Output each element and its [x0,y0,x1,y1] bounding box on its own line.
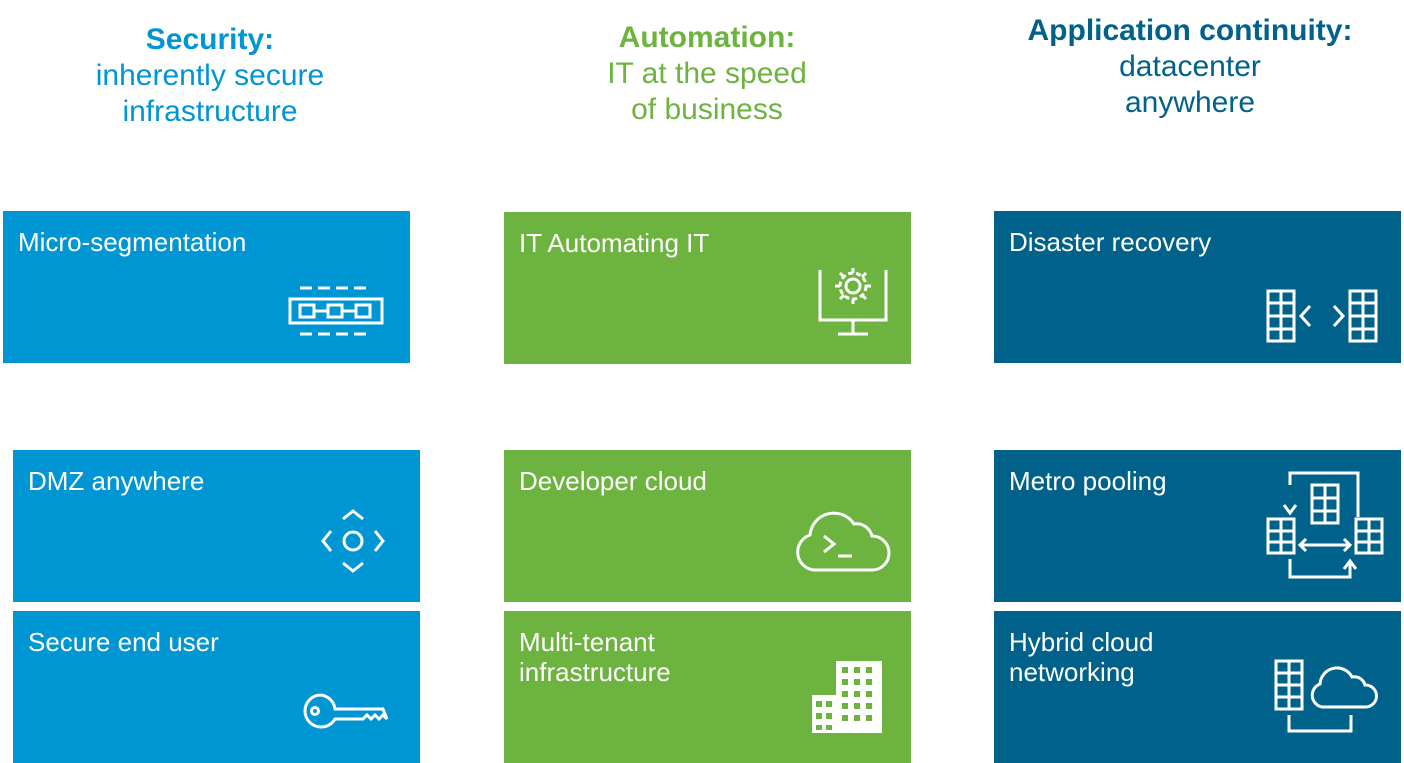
tile-secure-end-user: Secure end user [13,611,420,763]
building-pool-icon [1266,471,1386,586]
security-header: Security: inherently secure infrastructu… [40,22,380,130]
app-continuity-subtitle-line2: anywhere [1124,86,1256,119]
tile-metro-pooling: Metro pooling [994,450,1401,602]
monitor-gear-icon [818,262,888,343]
automation-header: Automation: IT at the speed of business [537,20,877,128]
security-subtitle-line1: inherently secure [95,59,325,92]
tile-developer-cloud-label: Developer cloud [519,466,707,496]
app-continuity-title: Application continuity: [1027,14,1353,47]
key-icon [303,693,389,734]
micro-segmentation-icon [288,286,384,343]
tile-it-automating-it: IT Automating IT [504,212,911,364]
automation-title: Automation: [618,21,796,54]
tile-metro-pooling-label: Metro pooling [1009,466,1167,496]
tile-dmz-anywhere: DMZ anywhere [13,450,420,602]
buildings-icon [810,659,884,740]
security-subtitle-line2: infrastructure [122,95,298,128]
building-exchange-icon [1266,289,1378,348]
tile-hybrid-cloud: Hybrid cloud networking [994,611,1401,763]
tile-disaster-recovery: Disaster recovery [994,211,1401,363]
cloud-terminal-icon [794,510,891,579]
automation-subtitle-line2: of business [631,93,783,126]
tile-secure-end-user-label: Secure end user [28,627,219,657]
tile-multi-tenant-label: Multi-tenant infrastructure [519,627,671,687]
building-cloud-icon [1274,659,1382,740]
tile-dmz-anywhere-label: DMZ anywhere [28,466,205,496]
dmz-arrows-icon [321,509,385,578]
security-title: Security: [145,23,275,56]
app-continuity-subtitle-line1: datacenter [1119,50,1261,83]
tile-micro-segmentation-label: Micro-segmentation [18,227,247,257]
tile-it-automating-it-label: IT Automating IT [519,228,710,258]
tile-micro-segmentation: Micro-segmentation [3,211,410,363]
tile-hybrid-cloud-label: Hybrid cloud networking [1009,627,1154,687]
tile-developer-cloud: Developer cloud [504,450,911,602]
tile-multi-tenant: Multi-tenant infrastructure [504,611,911,763]
app-continuity-header: Application continuity: datacenter anywh… [990,13,1390,121]
automation-subtitle-line1: IT at the speed [607,57,807,90]
tile-disaster-recovery-label: Disaster recovery [1009,227,1212,257]
